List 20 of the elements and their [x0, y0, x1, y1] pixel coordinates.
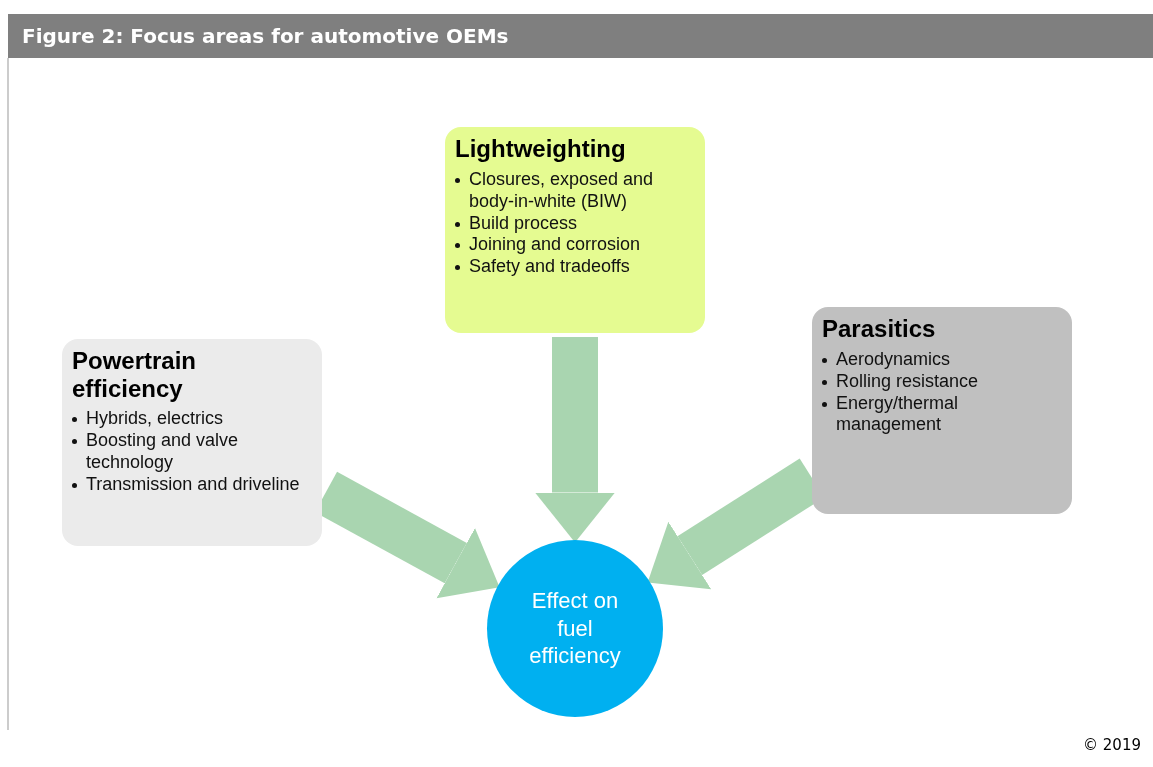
bullet-item: Hybrids, electrics — [86, 408, 224, 429]
bullet-item: Joining and corrosion — [469, 234, 641, 255]
bullet-item: Energy/thermal management — [836, 392, 959, 435]
bullet-item: Boosting and valve technology — [86, 430, 239, 473]
box-heading: Lightweighting — [455, 135, 627, 163]
topic-box — [445, 127, 705, 333]
box-heading: Parasitics — [822, 315, 937, 343]
bullet-item: Aerodynamics — [836, 348, 951, 369]
box-heading: Powertrain efficiency — [72, 347, 198, 403]
topic-box — [62, 339, 322, 546]
figure-title: Figure 2: Focus areas for automotive OEMs — [8, 14, 1153, 58]
bullet-item: Safety and tradeoffs — [469, 256, 630, 277]
bullet-item: Closures, exposed and body-in-white (BIW) — [469, 168, 654, 211]
arrow — [535, 337, 615, 543]
result-text: Effect on fuel efficiency — [528, 587, 622, 670]
topic-box — [812, 307, 1072, 514]
copyright-note: © 2019 — [1083, 736, 1141, 754]
bullet-item: Transmission and driveline — [86, 474, 300, 495]
bullet-item: Rolling resistance — [836, 370, 979, 391]
bullet-item: Build process — [469, 212, 578, 233]
